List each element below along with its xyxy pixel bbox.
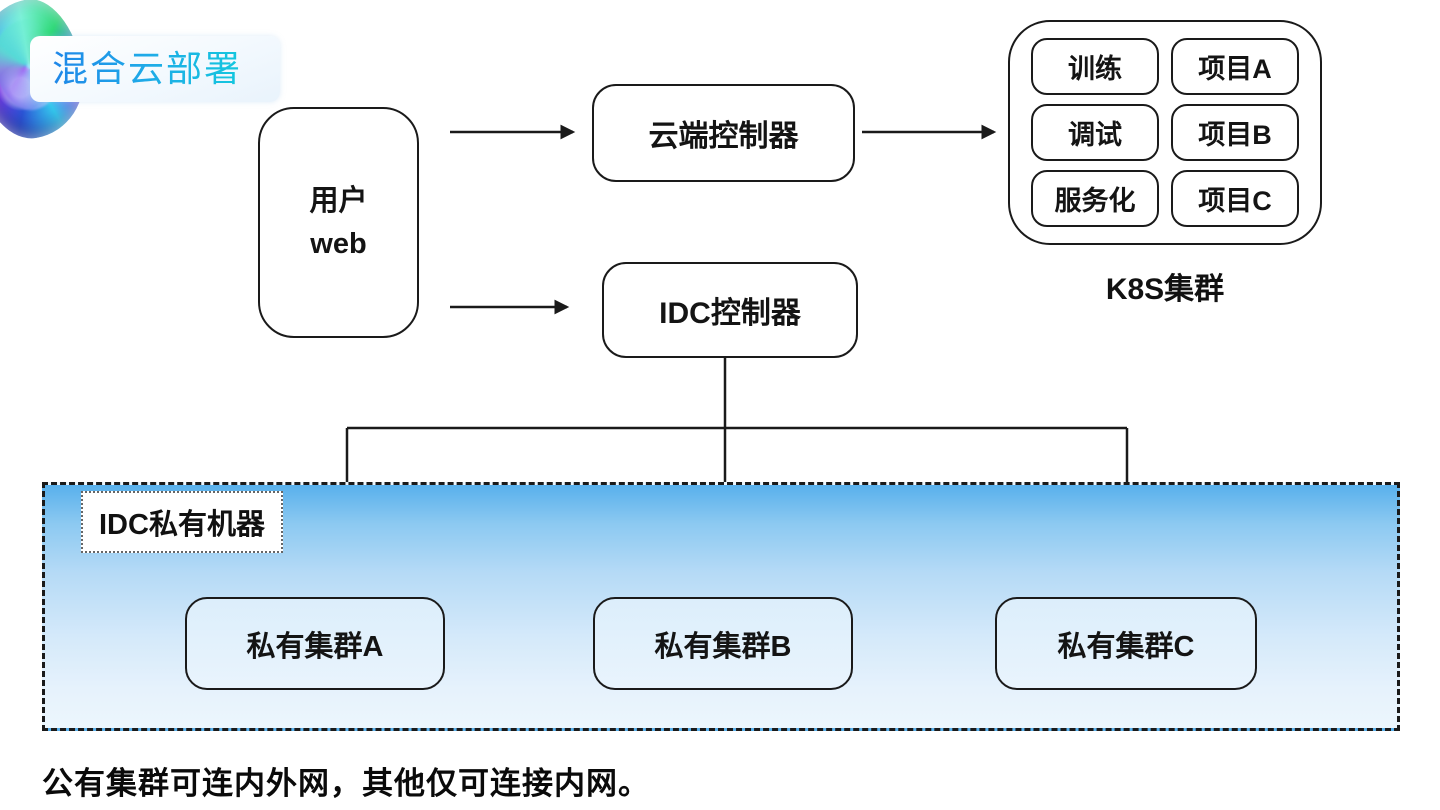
node-idc-controller: IDC控制器 <box>602 262 858 358</box>
k8s-cluster-box: 训练 项目A 调试 项目B 服务化 项目C <box>1008 20 1322 245</box>
k8s-cluster-label: K8S集群 <box>1105 273 1225 306</box>
footnote-text: 公有集群可连内外网，其他仅可连接内网。 <box>42 766 650 801</box>
k8s-item-debug: 调试 <box>1031 104 1159 161</box>
k8s-item-project-a: 项目A <box>1171 38 1299 95</box>
k8s-item-project-c: 项目C <box>1171 170 1299 227</box>
k8s-item-training: 训练 <box>1031 38 1159 95</box>
node-private-cluster-a: 私有集群A <box>185 597 445 690</box>
node-user-web-line1: 用户 <box>309 185 368 218</box>
node-cloud-controller: 云端控制器 <box>592 84 855 182</box>
node-private-cluster-c: 私有集群C <box>995 597 1257 690</box>
node-user-web: 用户 web <box>258 107 419 338</box>
node-private-cluster-b: 私有集群B <box>593 597 853 690</box>
k8s-item-project-b: 项目B <box>1171 104 1299 161</box>
node-user-web-line2: web <box>310 227 367 260</box>
page-title: 混合云部署 <box>30 36 280 102</box>
idc-private-zone-label: IDC私有机器 <box>81 491 283 553</box>
k8s-item-serving: 服务化 <box>1031 170 1159 227</box>
title-panel: 混合云部署 <box>30 36 280 102</box>
